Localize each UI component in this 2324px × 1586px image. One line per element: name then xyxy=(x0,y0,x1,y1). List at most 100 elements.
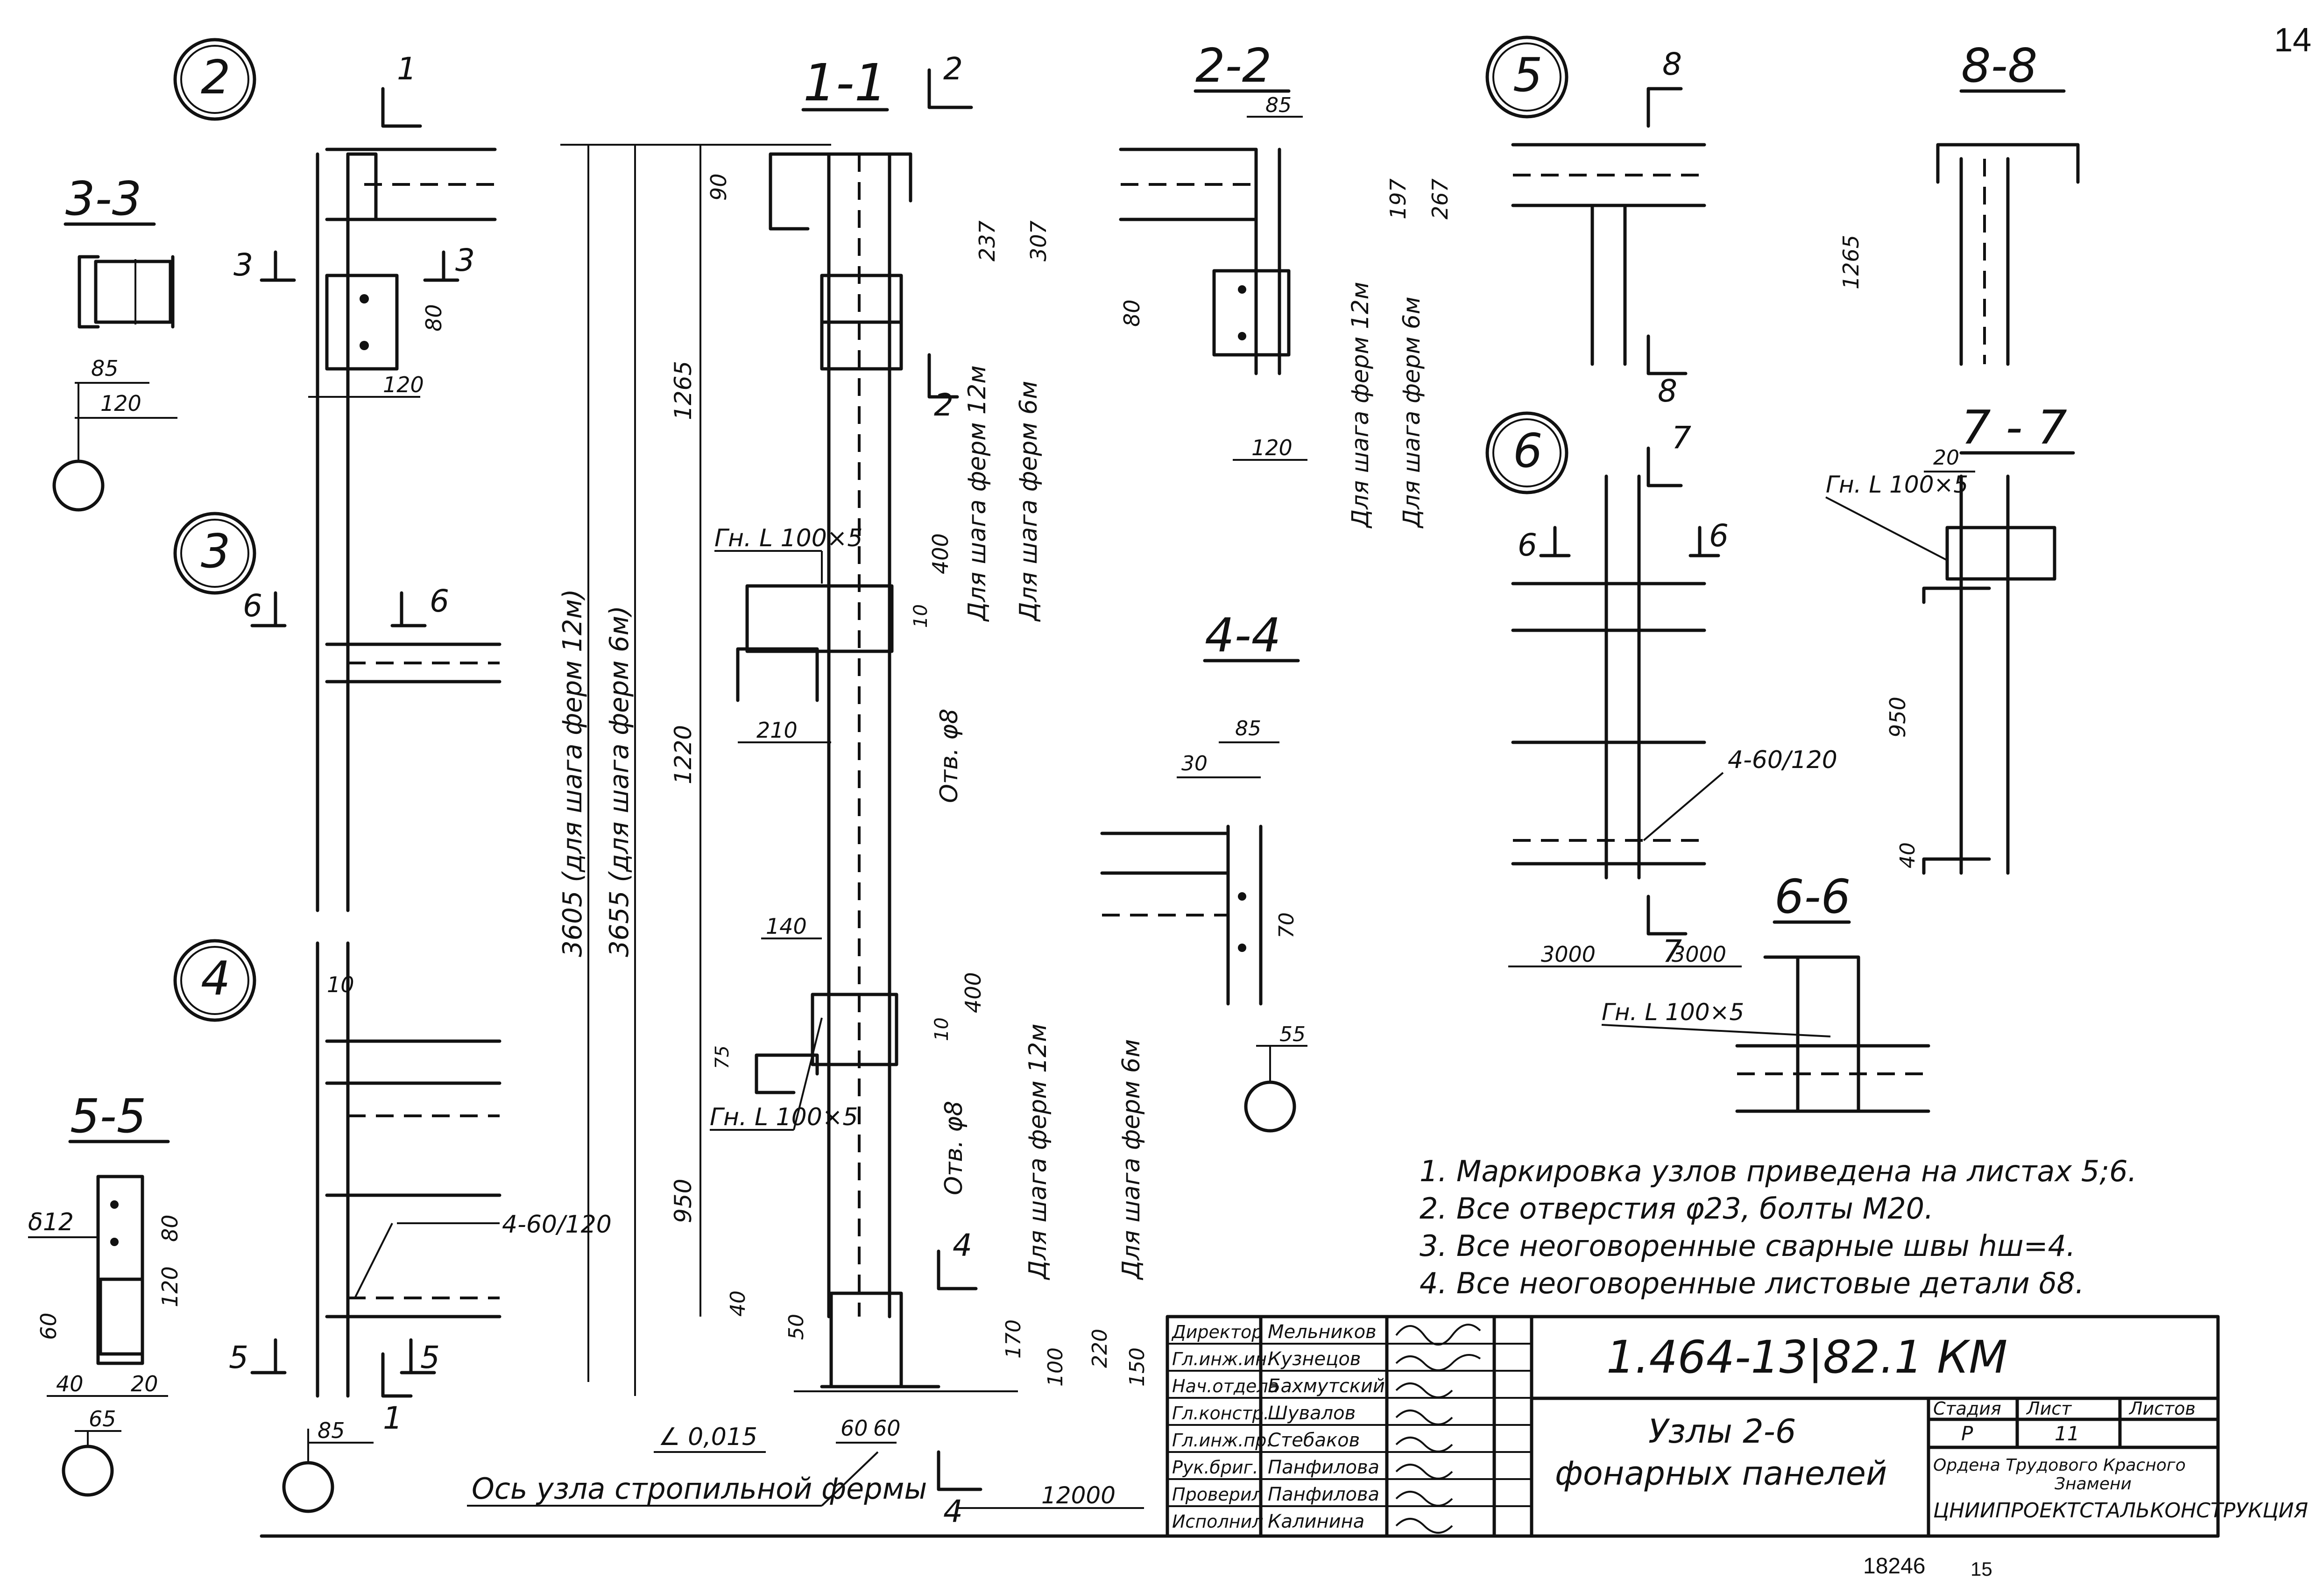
svg-text:Ось узла стропильной фермы: Ось узла стропильной фермы xyxy=(472,1472,927,1506)
svg-text:4-60/120: 4-60/120 xyxy=(502,1211,612,1239)
svg-text:90: 90 xyxy=(706,173,731,201)
svg-text:2-2: 2-2 xyxy=(1195,38,1271,93)
svg-text:60: 60 xyxy=(36,1312,61,1340)
svg-text:Рук.бриг.: Рук.бриг. xyxy=(1172,1457,1258,1478)
svg-text:Отв. φ8: Отв. φ8 xyxy=(935,709,963,803)
svg-text:5: 5 xyxy=(229,1339,248,1375)
svg-text:1265: 1265 xyxy=(670,361,697,420)
note-3: 3. Все неоговоренные сварные швы hш=4. xyxy=(1420,1229,2076,1263)
node-column-left: 1 1 3 3 6 6 5 5 80 120 10 85 4-60/120 xyxy=(229,51,612,1463)
svg-text:197: 197 xyxy=(1385,178,1411,219)
svg-text:120: 120 xyxy=(157,1266,183,1307)
svg-text:Калинина: Калинина xyxy=(1268,1511,1364,1532)
document-code: 1.464-13|82.1 КМ xyxy=(1606,1331,2007,1384)
svg-text:6: 6 xyxy=(1513,423,1543,478)
node-marker-2: 2 xyxy=(173,38,256,121)
svg-text:60: 60 xyxy=(841,1416,868,1441)
svg-text:Гл.инж.пр.: Гл.инж.пр. xyxy=(1172,1430,1272,1451)
svg-text:7: 7 xyxy=(1662,933,1682,969)
cut-1-bottom: 1 xyxy=(383,1400,403,1436)
svg-text:Шувалов: Шувалов xyxy=(1268,1403,1356,1424)
svg-text:150: 150 xyxy=(1125,1347,1149,1387)
svg-text:Стадия: Стадия xyxy=(1933,1398,2001,1419)
node-marker-6: 6 xyxy=(1485,411,1568,494)
svg-text:5-5: 5-5 xyxy=(70,1089,146,1143)
svg-text:5: 5 xyxy=(1513,48,1543,102)
section-6-6: 6-6 Гн. L 100×5 xyxy=(1601,869,1930,1113)
svg-text:3655 (для шага ферм 6м): 3655 (для шага ферм 6м) xyxy=(604,606,635,957)
svg-text:85: 85 xyxy=(91,356,119,381)
svg-text:20: 20 xyxy=(1933,446,1959,470)
section-3-3: 3-3 85 120 xyxy=(64,171,177,461)
note-4: 4. Все неоговоренные листовые детали δ8. xyxy=(1420,1266,2084,1300)
svg-text:Для шага ферм 12м: Для шага ферм 12м xyxy=(1024,1024,1052,1280)
sheet-value: 11 xyxy=(2055,1422,2079,1445)
svg-text:5: 5 xyxy=(420,1339,440,1375)
svg-text:75: 75 xyxy=(712,1045,733,1069)
svg-text:12000: 12000 xyxy=(1041,1482,1116,1509)
svg-text:1220: 1220 xyxy=(670,725,697,784)
svg-text:85: 85 xyxy=(1235,717,1261,740)
svg-text:170: 170 xyxy=(1002,1319,1025,1359)
svg-text:237: 237 xyxy=(975,220,1000,261)
page-number: 14 xyxy=(2274,21,2311,59)
svg-text:3: 3 xyxy=(201,524,231,578)
svg-text:Стебаков: Стебаков xyxy=(1268,1430,1360,1451)
cut-1-top: 1 xyxy=(397,51,417,87)
svg-text:10: 10 xyxy=(931,1017,953,1041)
signatures xyxy=(1395,1324,1481,1534)
archive-number: 18246 xyxy=(1863,1554,1925,1579)
svg-text:3: 3 xyxy=(455,242,475,278)
note-2: 2. Все отверстия φ23, болты М20. xyxy=(1420,1191,1934,1226)
svg-text:∠ 0,015: ∠ 0,015 xyxy=(658,1423,757,1451)
title-block-rows xyxy=(1167,1343,1532,1507)
svg-text:55: 55 xyxy=(1279,1022,1306,1046)
footer-page: 15 xyxy=(1971,1558,1992,1580)
svg-text:307: 307 xyxy=(1026,220,1051,261)
svg-text:Панфилова: Панфилова xyxy=(1268,1457,1379,1478)
svg-text:950: 950 xyxy=(670,1179,697,1223)
svg-text:400: 400 xyxy=(928,533,953,574)
svg-text:Гн. L 100×5: Гн. L 100×5 xyxy=(1602,999,1744,1026)
svg-text:120: 120 xyxy=(1251,435,1293,460)
svg-text:Директор: Директор xyxy=(1171,1322,1263,1342)
cut-2-bottom: 2 xyxy=(934,387,954,423)
svg-text:Для шага ферм 12м: Для шага ферм 12м xyxy=(1347,282,1374,529)
svg-text:Листов: Листов xyxy=(2128,1398,2196,1419)
svg-text:8-8: 8-8 xyxy=(1961,38,2037,93)
svg-text:8: 8 xyxy=(1662,46,1682,82)
svg-text:3: 3 xyxy=(233,247,253,283)
svg-text:85: 85 xyxy=(1265,93,1292,117)
svg-text:Гн. L 100×5: Гн. L 100×5 xyxy=(1826,471,1968,498)
svg-text:4-60/120: 4-60/120 xyxy=(1728,746,1837,774)
svg-text:30: 30 xyxy=(1181,752,1208,775)
node-marker-4: 4 xyxy=(173,939,256,1022)
svg-text:220: 220 xyxy=(1088,1329,1112,1368)
stage-value: Р xyxy=(1961,1422,1973,1445)
svg-text:3000: 3000 xyxy=(1672,942,1726,967)
svg-text:10: 10 xyxy=(910,604,932,628)
svg-text:60: 60 xyxy=(873,1416,901,1441)
node-marker-5: 5 xyxy=(1485,35,1568,119)
svg-text:Исполнил: Исполнил xyxy=(1172,1511,1264,1532)
svg-text:3000: 3000 xyxy=(1541,942,1596,967)
svg-text:2: 2 xyxy=(201,50,231,105)
svg-text:100: 100 xyxy=(1044,1347,1067,1387)
svg-text:Бахмутский: Бахмутский xyxy=(1268,1375,1385,1397)
section-7-7: 7 - 7 20 Гн. L 100×5 950 40 xyxy=(1825,400,2075,875)
svg-text:6: 6 xyxy=(1709,518,1729,554)
svg-text:120: 120 xyxy=(383,372,424,397)
svg-text:Гл.инж.ин.: Гл.инж.ин. xyxy=(1172,1349,1272,1369)
svg-text:80: 80 xyxy=(157,1214,183,1242)
svg-text:Гн. L 100×5: Гн. L 100×5 xyxy=(710,1103,858,1131)
general-notes: 1. Маркировка узлов приведена на листах … xyxy=(1420,1154,2137,1300)
section-2-2: 2-2 85 197 267 80 120 Для шага ферм 12м … xyxy=(1119,38,1453,529)
node-5: 8 8 xyxy=(1511,46,1706,409)
svg-text:85: 85 xyxy=(318,1418,345,1443)
svg-text:Панфилова: Панфилова xyxy=(1268,1484,1379,1505)
svg-text:267: 267 xyxy=(1427,178,1453,219)
title-block-roles: Директор Гл.инж.ин. Нач.отдела Гл.констр… xyxy=(1171,1322,1279,1532)
svg-text:Гл.констр.: Гл.констр. xyxy=(1172,1403,1269,1424)
svg-text:1265: 1265 xyxy=(1838,235,1864,289)
svg-text:Для шага ферм 12м: Для шага ферм 12м xyxy=(963,366,991,622)
